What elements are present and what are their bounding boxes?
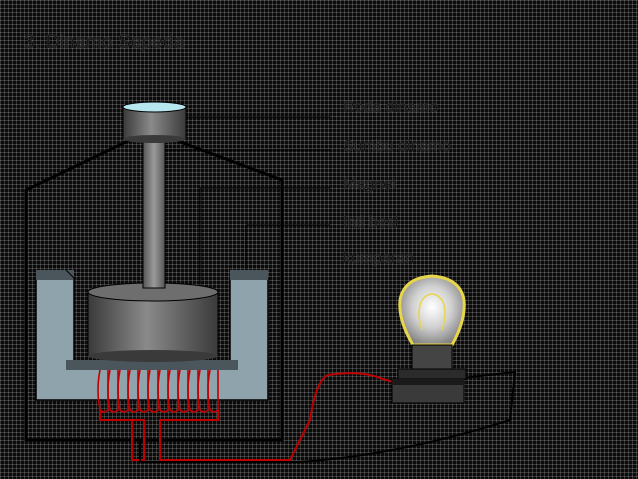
light-bulb-icon (391, 274, 467, 404)
label-sumbu-dinamo: Sumbu dinamo (343, 138, 451, 155)
dynamo-wheel (122, 101, 187, 143)
label-kumparan: kumparan (343, 250, 415, 267)
coil (97, 369, 219, 413)
coil-wires (99, 372, 403, 461)
return-wires (139, 370, 517, 463)
dynamo-shaft (142, 139, 166, 289)
label-inti-besi: Inti besi (343, 214, 399, 231)
label-roda-dinamo: Roda dinamo (343, 99, 439, 116)
label-magnet: Magnet (343, 176, 397, 193)
magnet (87, 282, 219, 362)
leader-lines (165, 116, 330, 396)
housing-outline (24, 138, 284, 442)
slide-title: 3. Dinamo Sepeda (24, 32, 185, 53)
